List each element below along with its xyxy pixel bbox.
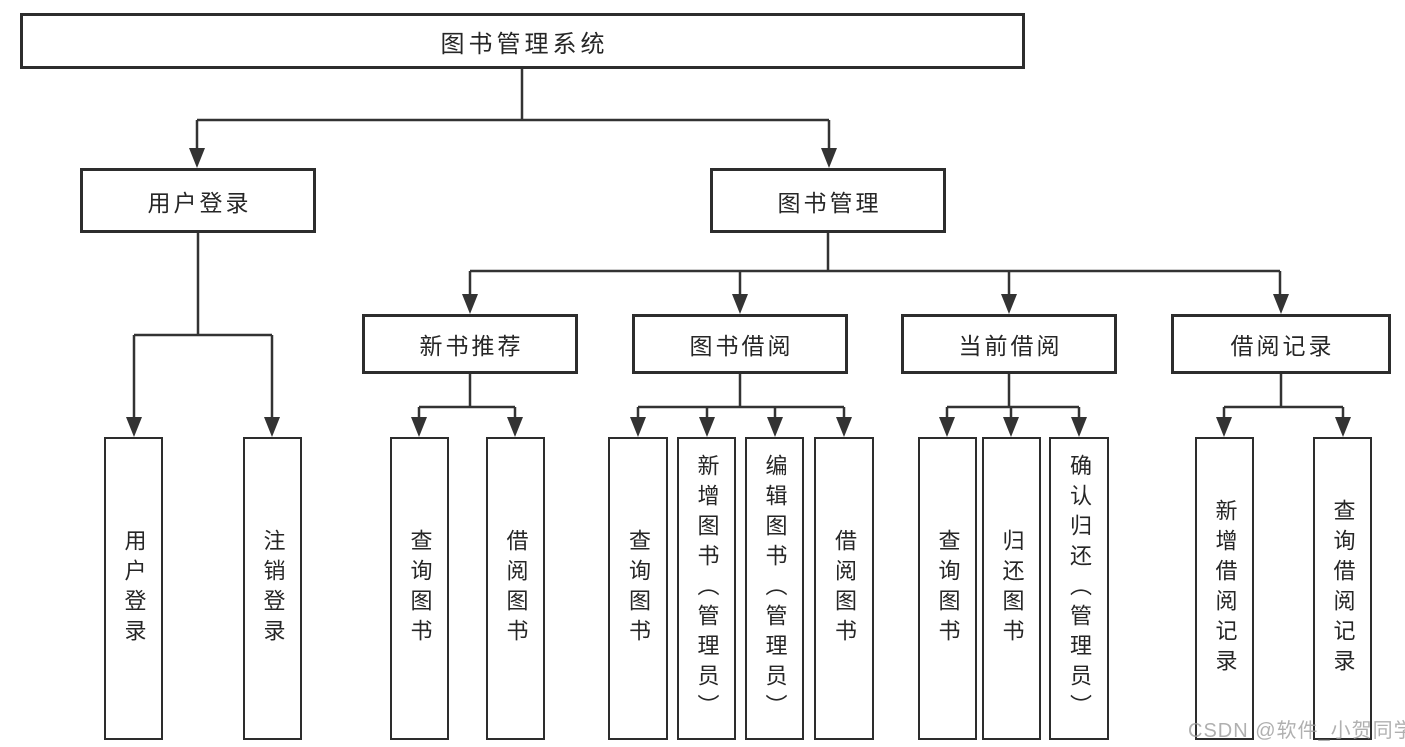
leaf-search-borrow-record: 查询借阅记录 <box>1313 437 1372 740</box>
node-label: 用户登录 <box>121 528 147 649</box>
node-label: 归还图书 <box>999 528 1025 649</box>
node-book-management: 图书管理 <box>710 168 946 233</box>
node-label: 编辑图书（管理员） <box>762 453 788 724</box>
node-label: 确认归还（管理员） <box>1067 453 1092 724</box>
node-label: 图书管理 <box>777 189 882 216</box>
node-label: 借阅图书 <box>832 528 857 649</box>
node-label: 借阅图书 <box>503 528 529 649</box>
node-label: 注销登录 <box>260 528 286 649</box>
node-borrowing-records: 借阅记录 <box>1171 314 1391 374</box>
node-label: 新增借阅记录 <box>1212 498 1238 679</box>
leaf-search-books-current: 查询图书 <box>918 437 977 740</box>
node-label: 新书推荐 <box>419 333 524 359</box>
leaf-return-books: 归还图书 <box>982 437 1041 740</box>
node-label: 借阅记录 <box>1230 333 1335 359</box>
node-new-book-recommendation: 新书推荐 <box>362 314 578 374</box>
node-label: 新增图书（管理员） <box>694 453 720 724</box>
node-book-borrowing: 图书借阅 <box>632 314 848 374</box>
connector-path <box>132 69 1345 425</box>
leaf-add-book-admin: 新增图书（管理员） <box>677 437 736 740</box>
leaf-user-login: 用户登录 <box>104 437 163 740</box>
leaf-search-books-borrowing: 查询图书 <box>608 437 668 740</box>
leaf-search-books-recommend: 查询图书 <box>390 437 449 740</box>
leaf-confirm-return-admin: 确认归还（管理员） <box>1049 437 1109 740</box>
leaf-add-borrow-record: 新增借阅记录 <box>1195 437 1254 740</box>
leaf-logout: 注销登录 <box>243 437 302 740</box>
node-current-borrowing: 当前借阅 <box>901 314 1117 374</box>
node-label: 图书管理系统 <box>440 30 609 58</box>
node-label: 查询图书 <box>935 528 961 649</box>
node-label: 用户登录 <box>147 189 252 216</box>
node-label: 查询图书 <box>407 528 433 649</box>
csdn-watermark: CSDN @软件_小贺同学 <box>1188 720 1405 742</box>
node-label: 查询图书 <box>626 528 651 649</box>
node-user-login: 用户登录 <box>80 168 316 233</box>
node-label: 查询借阅记录 <box>1330 498 1356 679</box>
node-label: 图书借阅 <box>689 333 794 359</box>
node-library-system: 图书管理系统 <box>20 13 1025 69</box>
leaf-borrow-books-borrowing: 借阅图书 <box>814 437 874 740</box>
node-label: 当前借阅 <box>958 333 1063 359</box>
leaf-borrow-books-recommend: 借阅图书 <box>486 437 545 740</box>
leaf-edit-book-admin: 编辑图书（管理员） <box>745 437 804 740</box>
